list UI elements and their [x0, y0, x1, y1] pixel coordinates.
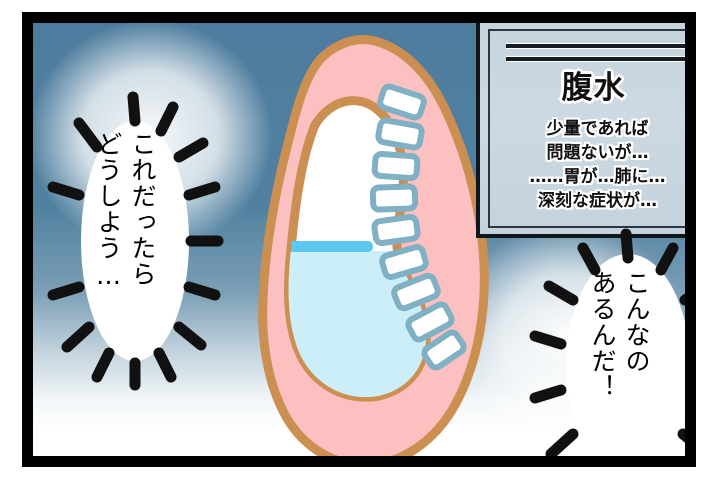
inset-body-line: 深刻な症状が… [538, 191, 657, 211]
balloon-body [81, 121, 189, 361]
manga-panel: 腹水 少量であれば 問題ないが… ……胃が…肺に… 深刻な症状が… [22, 12, 696, 467]
vertebra [375, 117, 425, 151]
shout-balloon-left-text: これだったら どうしよう… [94, 131, 157, 291]
inset-body-line: 少量であれば [546, 119, 649, 139]
vertebra [371, 213, 421, 247]
balloon-spikes [529, 228, 685, 456]
inset-body-line: ……胃が…肺に… [529, 167, 666, 187]
vertebra [391, 272, 441, 312]
balloon-body [566, 254, 685, 456]
inset-rule-second [506, 56, 685, 62]
balloon-spikes [47, 91, 224, 391]
ascites-info-inset: 腹水 少量であれば 問題ないが… ……胃が…肺に… 深刻な症状が… [476, 23, 685, 238]
inset-body-text: 少量であれば 問題ないが… ……胃が…肺に… 深刻な症状が… [492, 117, 685, 213]
shout-balloon-left: これだったら どうしよう… [47, 91, 224, 391]
abdominal-cross-section-illustration [183, 23, 543, 456]
vertebral-column [369, 83, 467, 371]
vertebra [379, 244, 429, 280]
vertebra [405, 301, 455, 343]
shout-balloon-right: こんなの あるんだ！ [529, 228, 685, 456]
vertebra [369, 183, 419, 213]
inset-frame [488, 29, 685, 228]
inset-body-line: 問題ないが… [546, 143, 649, 163]
inset-rule-top [506, 43, 685, 49]
vertebra [371, 150, 421, 182]
vertebra [377, 83, 427, 121]
fluid-level-marker [288, 241, 373, 252]
shout-balloon-right-text: こんなの あるんだ！ [588, 270, 651, 400]
vertebra [421, 329, 467, 371]
inset-title: 腹水 [561, 70, 626, 106]
